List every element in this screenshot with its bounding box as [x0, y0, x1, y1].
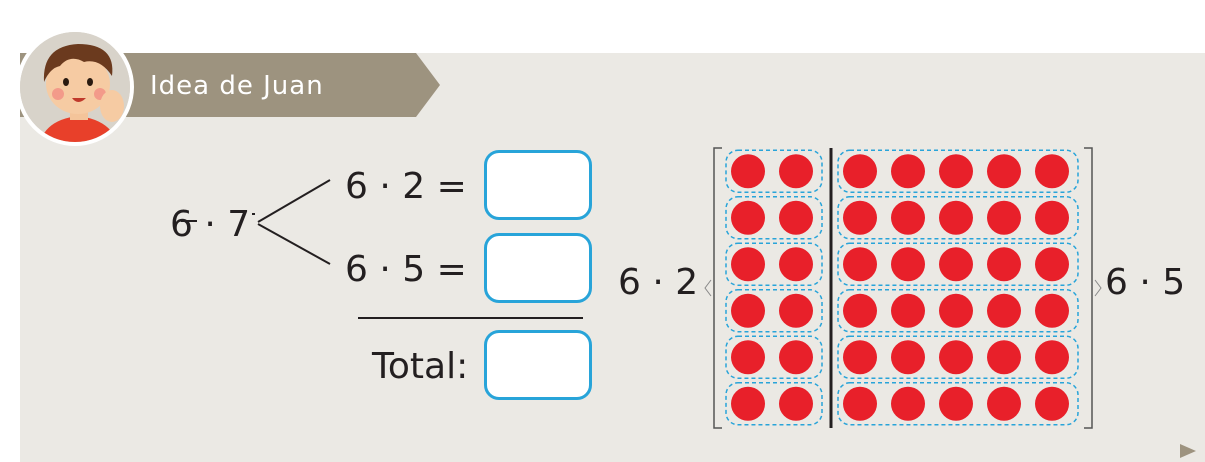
total-label: Total:: [372, 346, 469, 387]
left-row-outline: [725, 335, 823, 379]
juan-avatar: [16, 28, 134, 146]
left-row-outline: [725, 382, 823, 426]
answer-box-total[interactable]: [484, 330, 592, 400]
counter-dot: [843, 340, 877, 375]
counter-dot: [843, 200, 877, 235]
counter-dot: [731, 200, 765, 235]
boy-illustration: [20, 32, 130, 142]
counter-dot: [731, 247, 765, 282]
counter-dot: [1035, 200, 1069, 235]
right-bracket: [1084, 147, 1093, 429]
factor-b: 7: [227, 204, 251, 245]
next-arrow-icon[interactable]: [1180, 444, 1196, 458]
counter-dot: [939, 340, 973, 375]
counter-dot: [843, 247, 877, 282]
array-left-label: 6 · 2: [618, 262, 699, 303]
counter-dot: [939, 247, 973, 282]
left-bracket: [713, 147, 722, 429]
right-row-outline: [837, 196, 1079, 240]
counter-dot: [891, 340, 925, 375]
counter-dot: [939, 293, 973, 328]
counter-dot: [779, 293, 813, 328]
counter-dot: [731, 386, 765, 421]
dot-operator: ·: [204, 204, 216, 245]
counter-dot: [1035, 340, 1069, 375]
counter-dot: [843, 154, 877, 189]
left-row-outline: [725, 149, 823, 193]
right-row-outline: [837, 289, 1079, 333]
counter-dot: [1035, 154, 1069, 189]
counter-dot: [987, 247, 1021, 282]
left-brace-mark: [704, 279, 712, 297]
left-row-outline: [725, 289, 823, 333]
counter-dot: [1035, 386, 1069, 421]
counter-dot: [843, 386, 877, 421]
counter-dot: [779, 386, 813, 421]
counter-dot: [987, 340, 1021, 375]
counter-dot: [987, 293, 1021, 328]
counter-dot: [891, 200, 925, 235]
counter-dot: [1035, 247, 1069, 282]
factor-a: 6: [170, 204, 193, 245]
counter-dot: [891, 293, 925, 328]
counter-dot: [843, 293, 877, 328]
header-title: Idea de Juan: [150, 71, 324, 101]
counter-dot: [731, 340, 765, 375]
right-brace-mark: [1094, 279, 1102, 297]
counter-dot: [987, 200, 1021, 235]
counter-dot: [731, 293, 765, 328]
counter-dot: [731, 154, 765, 189]
counter-dot: [779, 154, 813, 189]
factor-b-struck: 7: [227, 205, 250, 245]
answer-box-1[interactable]: [484, 150, 592, 220]
counter-dot: [939, 200, 973, 235]
right-row-outline: [837, 335, 1079, 379]
counter-dot: [891, 154, 925, 189]
counter-dot: [779, 247, 813, 282]
counter-dot: [939, 154, 973, 189]
array-right-label: 6 · 5: [1105, 262, 1186, 303]
counter-dot: [1035, 293, 1069, 328]
equation-row-2: 6 · 5 =: [345, 249, 467, 290]
right-row-outline: [837, 382, 1079, 426]
counter-dot: [987, 386, 1021, 421]
equation-row-1: 6 · 2 =: [345, 166, 467, 207]
counter-dot: [939, 386, 973, 421]
counter-dot: [891, 247, 925, 282]
counter-dot: [987, 154, 1021, 189]
counter-dot: [779, 200, 813, 235]
counter-dot: [779, 340, 813, 375]
right-row-outline: [837, 242, 1079, 286]
counter-dot: [891, 386, 925, 421]
answer-box-2[interactable]: [484, 233, 592, 303]
left-expression: 6 · 7: [170, 205, 250, 245]
right-row-outline: [837, 149, 1079, 193]
left-row-outline: [725, 242, 823, 286]
left-row-outline: [725, 196, 823, 240]
